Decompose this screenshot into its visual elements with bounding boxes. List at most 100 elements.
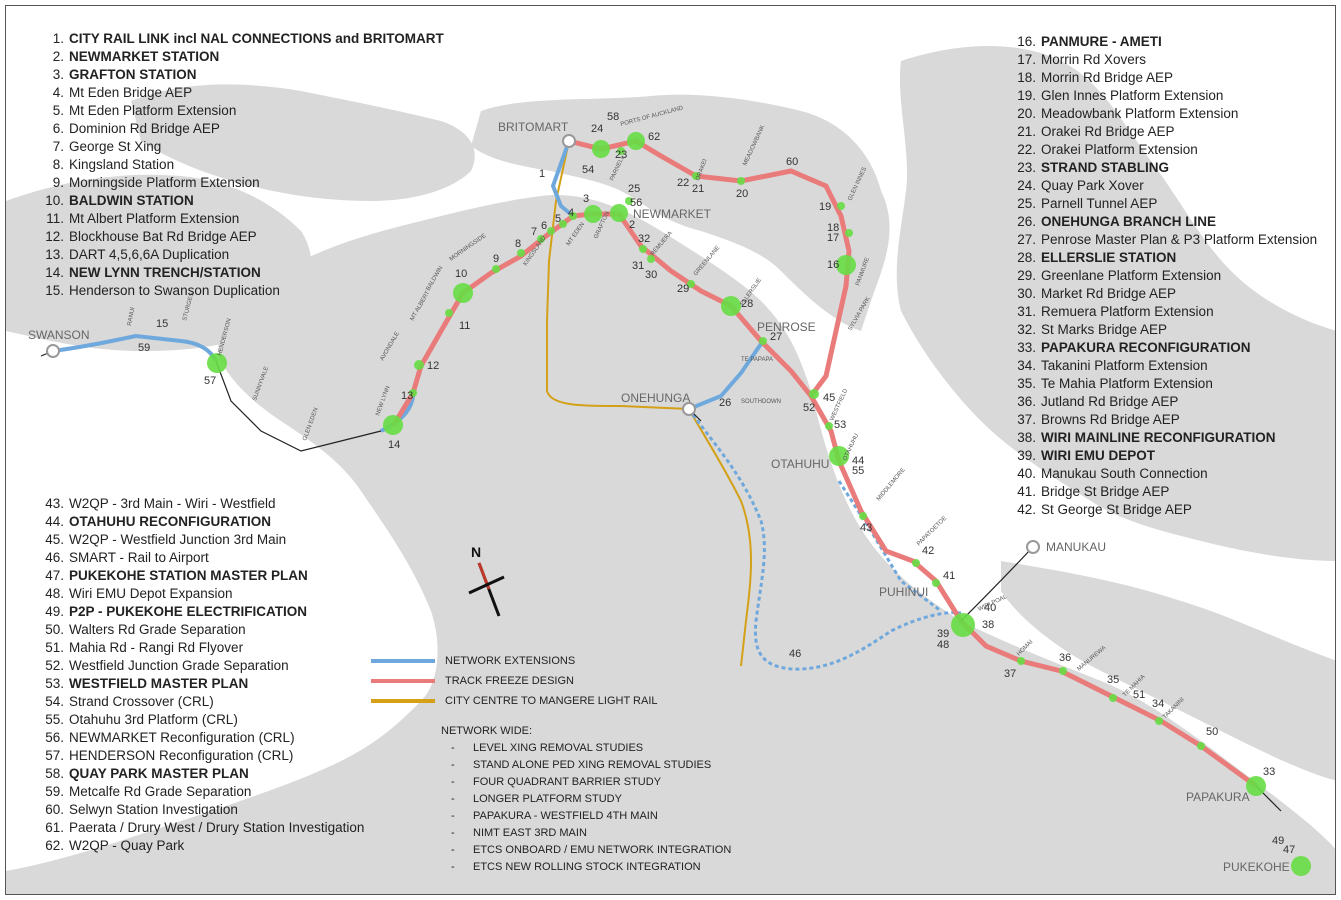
station-britomart xyxy=(562,134,576,148)
project-number: 10. xyxy=(45,193,64,208)
marker-56 xyxy=(625,197,633,205)
project-item: 29.Greenlane Platform Extension xyxy=(1014,267,1317,285)
project-number: 53. xyxy=(45,676,64,691)
label-puhinui: PUHINUI xyxy=(879,585,928,599)
svg-text:10: 10 xyxy=(455,268,467,280)
marker-5 xyxy=(559,220,567,228)
project-name: Quay Park Xover xyxy=(1041,178,1144,193)
svg-text:53: 53 xyxy=(834,419,846,431)
project-item: 34. Takanini Platform Extension xyxy=(1014,357,1317,375)
svg-text:58: 58 xyxy=(607,111,619,123)
svg-text:29: 29 xyxy=(677,283,689,295)
project-number: 2. xyxy=(52,49,64,64)
project-item: 33.PAPAKURA RECONFIGURATION xyxy=(1014,339,1317,357)
project-item: 54.Strand Crossover (CRL) xyxy=(42,693,364,711)
project-number: 12. xyxy=(45,229,64,244)
marker-7 xyxy=(537,235,545,243)
project-item: 14.NEW LYNN TRENCH/STATION xyxy=(42,264,444,282)
svg-text:34: 34 xyxy=(1152,698,1164,710)
project-number: 25. xyxy=(1017,196,1036,211)
legend-label: TRACK FREEZE DESIGN xyxy=(445,675,574,687)
project-name: ONEHUNGA BRANCH LINE xyxy=(1041,214,1216,229)
network-wide-panel: NETWORK WIDE: - LEVEL XING REMOVAL STUDIE… xyxy=(441,723,731,876)
marker-37 xyxy=(1017,657,1025,665)
project-item: 25.Parnell Tunnel AEP xyxy=(1014,195,1317,213)
project-item: 28.ELLERSLIE STATION xyxy=(1014,249,1317,267)
project-name: NEW LYNN TRENCH/STATION xyxy=(69,265,261,280)
svg-text:26: 26 xyxy=(719,397,731,409)
project-number: 40. xyxy=(1017,466,1036,481)
marker-50 xyxy=(1197,742,1205,750)
project-item: 1.CITY RAIL LINK incl NAL CONNECTIONS an… xyxy=(42,30,444,48)
label-britomart: BRITOMART xyxy=(498,120,569,134)
svg-text:38: 38 xyxy=(982,619,994,631)
project-name: P2P - PUKEKOHE ELECTRIFICATION xyxy=(69,604,308,619)
project-name: Orakei Rd Bridge AEP xyxy=(1041,124,1175,139)
project-name: Morningside Platform Extension xyxy=(69,175,260,190)
project-name: Morrin Rd Bridge AEP xyxy=(1041,70,1174,85)
project-name: Henderson to Swanson Duplication xyxy=(69,283,280,298)
svg-text:33: 33 xyxy=(1263,766,1275,778)
project-name: W2QP - Westfield Junction 3rd Main xyxy=(69,532,287,547)
project-item: 48.Wiri EMU Depot Expansion xyxy=(42,585,364,603)
project-item: 41.Bridge St Bridge AEP xyxy=(1014,483,1317,501)
track-freeze-western xyxy=(390,211,1258,789)
project-number: 44. xyxy=(45,514,64,529)
project-item: 45.W2QP - Westfield Junction 3rd Main xyxy=(42,531,364,549)
project-name: Takanini Platform Extension xyxy=(1041,358,1208,373)
network-wide-item: -PAPAKURA - WESTFIELD 4TH MAIN xyxy=(441,808,731,825)
project-name: Wiri EMU Depot Expansion xyxy=(69,586,233,601)
project-name: St George St Bridge AEP xyxy=(1041,502,1192,517)
svg-text:47: 47 xyxy=(1283,844,1295,856)
network-wide-item: -ETCS NEW ROLLING STOCK INTEGRATION xyxy=(441,859,731,876)
svg-text:12: 12 xyxy=(427,360,439,372)
bullet-dash: - xyxy=(451,742,455,754)
project-number: 6. xyxy=(52,121,64,136)
svg-text:56: 56 xyxy=(630,197,642,209)
project-name: Metcalfe Rd Grade Separation xyxy=(69,784,252,799)
svg-text:RANUI: RANUI xyxy=(127,307,136,327)
project-item: 26. ONEHUNGA BRANCH LINE xyxy=(1014,213,1317,231)
legend-item: CITY CENTRE TO MANGERE LIGHT RAIL xyxy=(371,691,658,711)
project-number: 50. xyxy=(45,622,64,637)
svg-text:31: 31 xyxy=(632,260,644,272)
project-name: Remuera Platform Extension xyxy=(1041,304,1214,319)
legend-item: NETWORK EXTENSIONS xyxy=(371,651,658,671)
marker-22 xyxy=(692,172,700,180)
network-wide-item: -FOUR QUADRANT BARRIER STUDY xyxy=(441,774,731,791)
project-number: 61. xyxy=(45,820,64,835)
project-number: 26. xyxy=(1017,214,1036,229)
legend-label: CITY CENTRE TO MANGERE LIGHT RAIL xyxy=(445,695,658,707)
project-item: 61.Paerata / Drury West / Drury Station … xyxy=(42,819,364,837)
bullet-dash: - xyxy=(451,827,455,839)
project-number: 43. xyxy=(45,496,64,511)
project-name: Strand Crossover (CRL) xyxy=(69,694,214,709)
marker-42 xyxy=(912,559,920,567)
project-item: 31.Remuera Platform Extension xyxy=(1014,303,1317,321)
project-number: 30. xyxy=(1017,286,1036,301)
marker-38 xyxy=(951,613,975,637)
project-item: 43.W2QP - 3rd Main - Wiri - Westfield xyxy=(42,495,364,513)
svg-text:13: 13 xyxy=(401,390,413,402)
marker-18 xyxy=(845,229,853,237)
project-number: 59. xyxy=(45,784,64,799)
project-item: 55.Otahuhu 3rd Platform (CRL) xyxy=(42,711,364,729)
project-name: CITY RAIL LINK incl NAL CONNECTIONS and … xyxy=(69,31,444,46)
network-extension-airport xyxy=(687,408,962,671)
svg-text:1: 1 xyxy=(539,168,545,180)
land-west xyxy=(6,174,312,351)
project-number: 34. xyxy=(1017,358,1036,373)
project-name: WIRI MAINLINE RECONFIGURATION xyxy=(1041,430,1276,445)
svg-text:15: 15 xyxy=(156,318,168,330)
project-name: Greenlane Platform Extension xyxy=(1041,268,1222,283)
north-label: N xyxy=(471,544,481,560)
network-wide-item-label: PAPAKURA - WESTFIELD 4TH MAIN xyxy=(473,810,658,822)
project-name: Mt Eden Bridge AEP xyxy=(69,85,193,100)
network-wide-item-label: LEVEL XING REMOVAL STUDIES xyxy=(473,742,644,754)
network-wide-items: -LEVEL XING REMOVAL STUDIES-STAND ALONE … xyxy=(441,740,731,876)
project-number: 38. xyxy=(1017,430,1036,445)
network-wide-title: NETWORK WIDE: xyxy=(441,725,533,737)
marker-13 xyxy=(409,389,417,397)
